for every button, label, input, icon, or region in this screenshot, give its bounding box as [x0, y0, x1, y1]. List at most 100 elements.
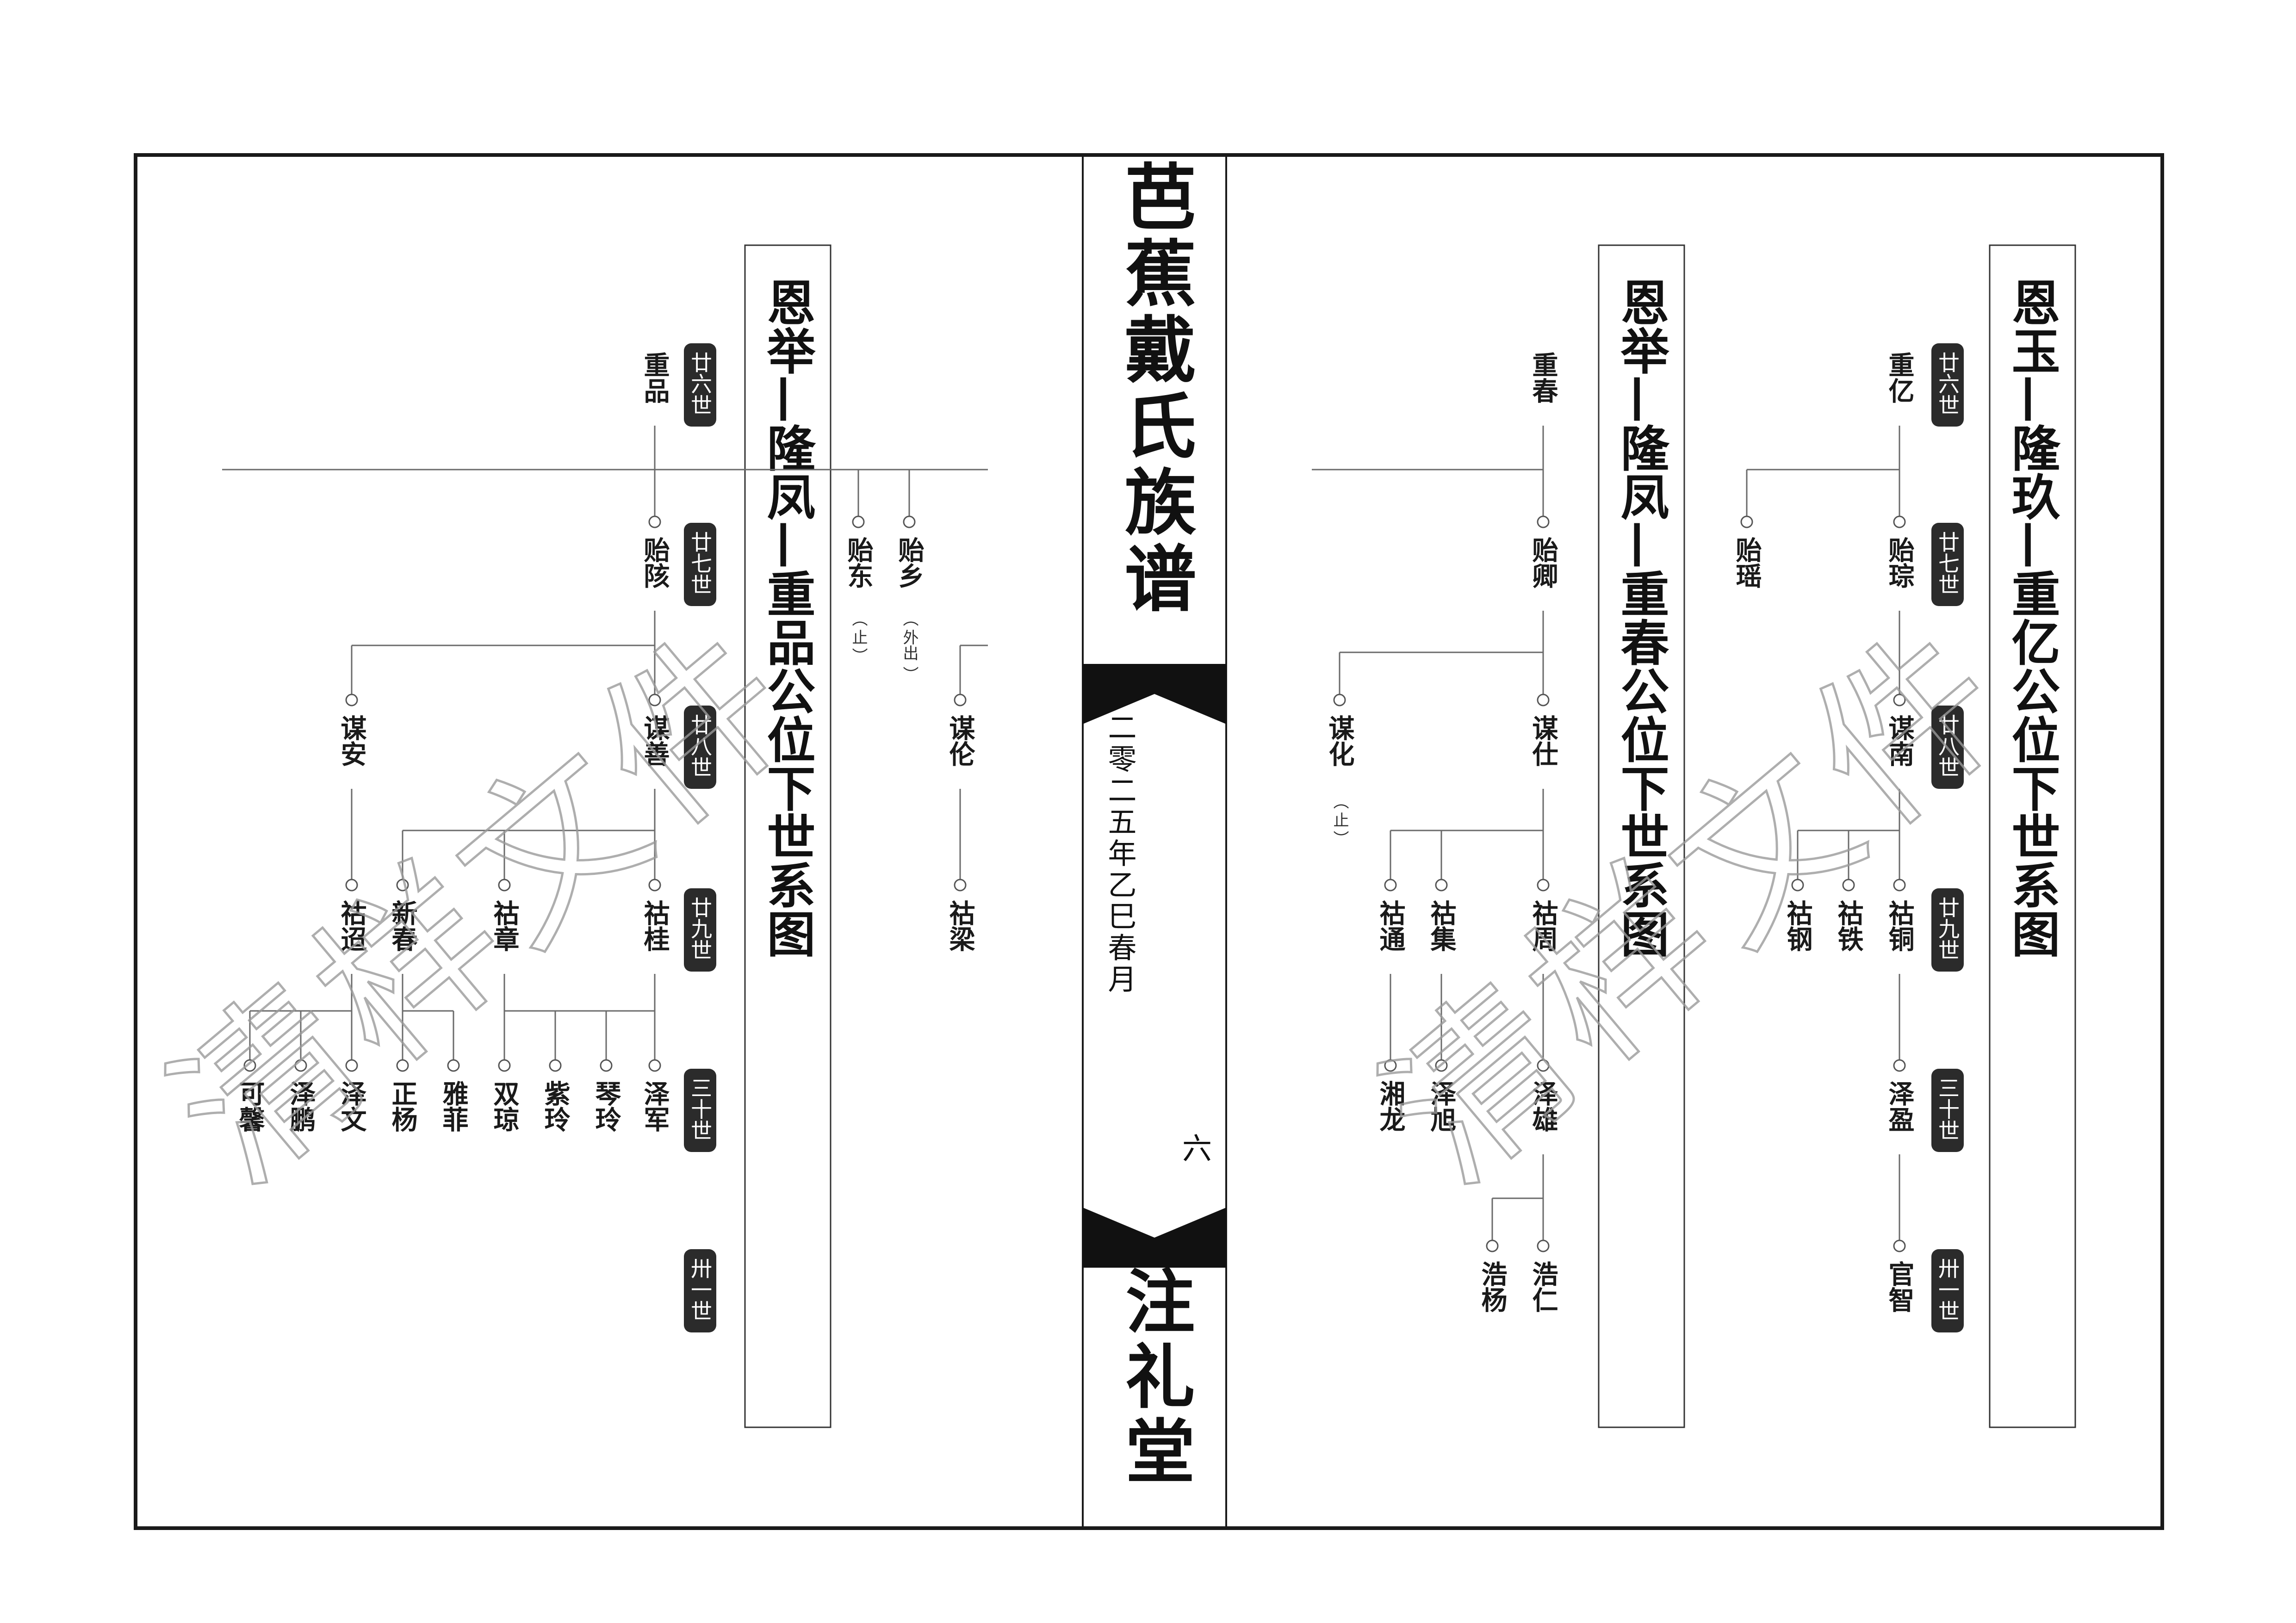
person-name: 重春 [1528, 352, 1558, 403]
person-name: 双琼 [489, 1080, 520, 1132]
person-name: 谋化 [1324, 715, 1355, 767]
person-name: 贻琮 [1884, 537, 1915, 588]
person-name: 祜通 [1375, 900, 1406, 952]
person-name: 泽雄 [1528, 1080, 1558, 1132]
person-name: 重亿 [1884, 352, 1915, 403]
generation-badge: 廿七世 [684, 523, 716, 606]
middle-panel-title: 恩举—隆凤—重春公位下世系图 [1613, 278, 1670, 958]
generation-badge: 廿六世 [684, 343, 716, 427]
person-name: 祜桂 [639, 900, 670, 952]
person-name: 贻卿 [1528, 537, 1558, 588]
note-text: ） [900, 666, 918, 682]
spine-title: 芭蕉戴氏族谱 [1112, 160, 1197, 618]
right-panel-title: 恩玉—隆玖—重亿公位下世系图 [2004, 278, 2061, 958]
note-text: ） [1330, 830, 1349, 846]
spine: 芭蕉戴氏族谱 二零二五年乙巳春月 六 注礼堂 [1082, 155, 1227, 1528]
left-generation-badges: 廿六世 廿七世 廿八世 廿九世 三十世 卅一世 [684, 343, 716, 1332]
person-name: 正杨 [387, 1080, 418, 1132]
person-name: 官智 [1884, 1261, 1915, 1313]
svg-text:廿六世: 廿六世 [1935, 352, 1960, 415]
person-name: 谋善 [639, 715, 670, 767]
person-name: 谋仕 [1528, 715, 1558, 767]
middle-title-frame [1598, 244, 1685, 1428]
person-name: 谋伦 [945, 715, 975, 767]
svg-text:廿八世: 廿八世 [688, 714, 713, 778]
right-generation-badges: 廿六世 廿七世 廿八世 廿九世 三十世 卅一世 [1931, 343, 1964, 1332]
svg-text:廿七世: 廿七世 [1935, 531, 1960, 595]
left-tree-names: 重品 贻陔 贻东 贻乡 谋安 谋善 谋伦 祜迢 新春 祜章 祜桂 祜梁 可馨 泽… [235, 352, 975, 1132]
middle-tree-notes: （ 止 ） [1330, 793, 1349, 846]
person-name: 可馨 [235, 1080, 265, 1132]
watermark-text: 清样文件 [137, 588, 835, 1220]
person-name: 谋南 [1884, 715, 1915, 767]
left-title-frame [744, 244, 832, 1428]
person-name: 贻瑶 [1731, 537, 1762, 588]
person-name: 雅菲 [438, 1080, 469, 1132]
note-text: 止 [1330, 812, 1349, 828]
person-name: 新春 [387, 900, 418, 952]
svg-text:三十世: 三十世 [1935, 1077, 1960, 1141]
note-text: ） [849, 648, 868, 663]
person-name: 泽鹏 [285, 1080, 316, 1132]
page-frame [134, 153, 2164, 1530]
person-name: 祜梁 [945, 900, 975, 952]
person-name: 贻乡 [894, 537, 925, 588]
note-text: 止 [849, 629, 868, 645]
spine-bottom-band [1083, 1208, 1226, 1268]
note-text: 外出 [900, 629, 918, 661]
middle-tree-names: 重春 贻卿 谋化 谋仕 祜通 祜集 祜周 湘龙 泽旭 泽雄 浩杨 浩仁 [1324, 352, 1558, 1313]
person-name: 浩杨 [1477, 1261, 1508, 1313]
note-text: （ [900, 611, 918, 626]
person-name: 祜钢 [1782, 900, 1813, 952]
generation-badge: 廿六世 [1931, 343, 1964, 427]
person-name: 谋安 [336, 715, 367, 767]
generation-badge: 三十世 [684, 1069, 716, 1152]
person-name: 浩仁 [1528, 1261, 1558, 1313]
person-name: 琴玲 [591, 1080, 621, 1132]
person-name: 重品 [639, 352, 670, 403]
generation-badge: 三十世 [1931, 1069, 1964, 1152]
person-name: 泽旭 [1426, 1080, 1457, 1132]
generation-badge: 卅一世 [684, 1249, 716, 1332]
svg-text:卅一世: 卅一世 [1935, 1258, 1960, 1321]
svg-text:廿九世: 廿九世 [688, 897, 713, 960]
person-name: 祜集 [1426, 900, 1457, 952]
person-name: 祜周 [1528, 900, 1558, 952]
person-name: 祜铁 [1833, 900, 1864, 952]
spine-page-number: 六 [1182, 1132, 1212, 1166]
generation-badge: 卅一世 [1931, 1249, 1964, 1332]
person-name: 湘龙 [1375, 1080, 1406, 1132]
svg-text:廿七世: 廿七世 [688, 531, 713, 595]
left-tree-lines [222, 426, 988, 1062]
right-tree-nodes [1740, 515, 1906, 1252]
person-name: 泽军 [639, 1080, 670, 1132]
svg-text:廿八世: 廿八世 [1935, 714, 1960, 778]
note-text: （ [849, 611, 868, 626]
left-panel-title: 恩举—隆凤—重品公位下世系图 [759, 278, 816, 958]
right-tree-names: 重亿 贻瑶 贻琮 谋南 祜钢 祜铁 祜铜 泽盈 官智 [1731, 352, 1915, 1313]
right-tree-lines [1746, 426, 1900, 1242]
person-name: 祜章 [489, 900, 520, 952]
svg-text:廿九世: 廿九世 [1935, 897, 1960, 960]
spine-date: 二零二五年乙巳春月 [1103, 712, 1137, 996]
svg-text:廿六世: 廿六世 [688, 352, 713, 415]
svg-text:三十世: 三十世 [688, 1077, 713, 1141]
person-name: 祜迢 [336, 900, 367, 952]
middle-tree-lines [1312, 426, 1544, 1242]
generation-badge: 廿八世 [1931, 706, 1964, 789]
spine-top-band [1083, 664, 1226, 724]
left-tree-notes: （ 止 ） （ 外出 ） [849, 611, 918, 682]
middle-tree-nodes [1333, 515, 1550, 1252]
person-name: 泽盈 [1884, 1080, 1915, 1132]
person-name: 贻东 [843, 537, 874, 588]
generation-badge: 廿九世 [684, 888, 716, 972]
watermark-left: 清样文件 [135, 587, 836, 1222]
person-name: 泽文 [336, 1080, 367, 1132]
note-text: （ [1330, 793, 1349, 809]
person-name: 紫玲 [540, 1080, 571, 1132]
svg-text:卅一世: 卅一世 [688, 1258, 713, 1321]
spine-hall: 注礼堂 [1114, 1265, 1195, 1490]
generation-badge: 廿九世 [1931, 888, 1964, 972]
